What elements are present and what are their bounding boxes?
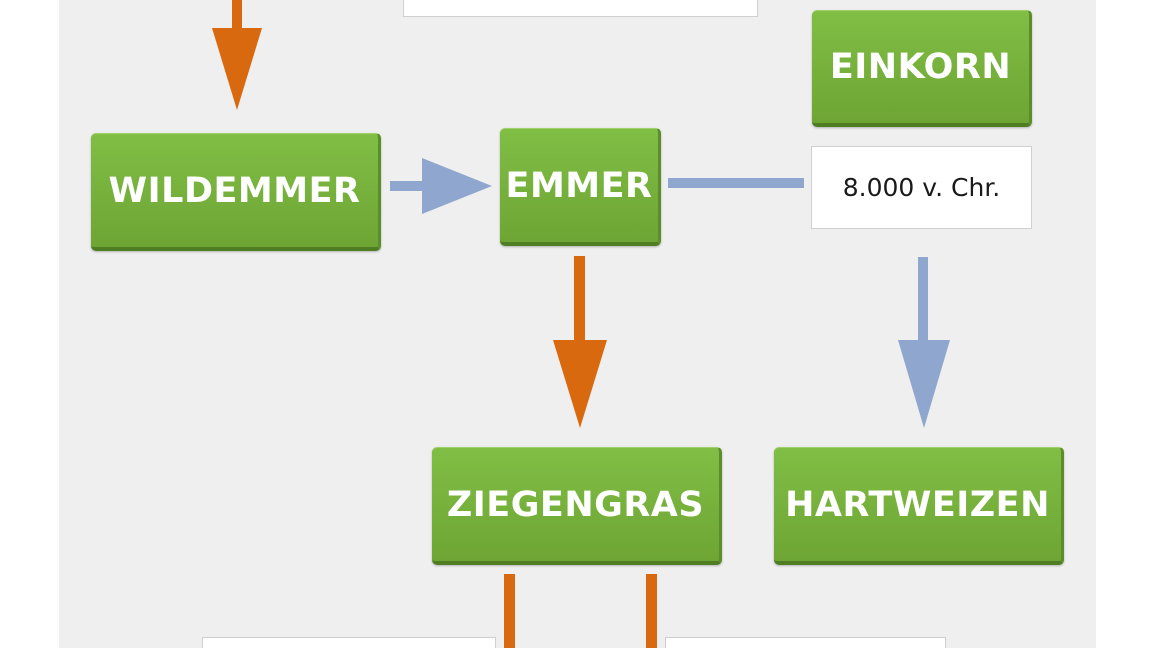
arrow-date-to-hartweizen xyxy=(898,257,950,428)
arrow-top-to-wildemmer xyxy=(212,0,262,110)
lines-below-ziegengras xyxy=(504,574,657,648)
label-top-partial xyxy=(403,0,758,17)
node-hartweizen: HARTWEIZEN xyxy=(774,447,1064,565)
label-bottom-left-partial xyxy=(202,637,496,648)
node-wildemmer-label: WILDEMMER xyxy=(108,170,361,211)
node-ziegengras-label: ZIEGENGRAS xyxy=(446,484,705,525)
arrow-wildemmer-to-emmer xyxy=(390,158,492,214)
label-emmer-date-text: 8.000 v. Chr. xyxy=(842,173,1001,202)
node-hartweizen-label: HARTWEIZEN xyxy=(785,484,1050,525)
label-bottom-right-partial xyxy=(665,637,946,648)
node-emmer: EMMER xyxy=(500,128,661,246)
node-emmer-label: EMMER xyxy=(505,165,653,206)
node-einkorn-label: EINKORN xyxy=(829,47,1012,87)
node-ziegengras: ZIEGENGRAS xyxy=(432,447,722,565)
connector-emmer-to-date xyxy=(668,178,804,188)
node-einkorn: EINKORN xyxy=(812,10,1032,127)
label-emmer-date: 8.000 v. Chr. xyxy=(811,146,1032,229)
node-wildemmer: WILDEMMER xyxy=(91,133,381,251)
arrow-emmer-to-ziegengras xyxy=(553,256,607,428)
